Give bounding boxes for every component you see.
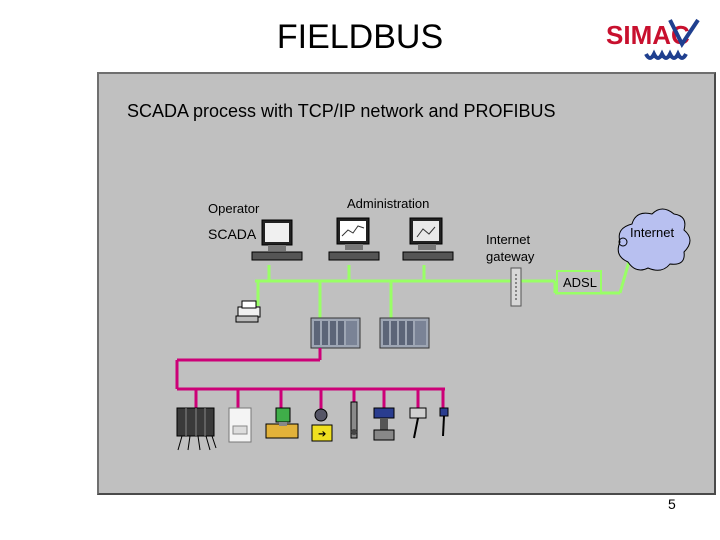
adsl-box [556, 270, 602, 294]
pressure-sensor-icon [350, 401, 358, 439]
drive-cabinet-icon [228, 407, 252, 443]
label-operator: Operator [208, 201, 260, 216]
label-internet-gateway-line2: gateway [486, 249, 535, 264]
plc-rack-2-icon [379, 317, 430, 349]
label-internet-gateway-line1: Internet [486, 232, 530, 247]
simac-logo: SIMAC [606, 18, 700, 60]
scada-workstation-icon [251, 219, 303, 261]
profibus-network [175, 348, 445, 410]
label-administration: Administration [347, 196, 429, 211]
level-transmitter-icon [409, 407, 427, 439]
svg-text:➔: ➔ [318, 429, 326, 440]
temperature-probe-icon [439, 407, 449, 437]
label-adsl: ADSL [563, 275, 597, 290]
label-scada: SCADA [208, 226, 257, 242]
flow-meter-icon: ➔ [311, 408, 333, 442]
gateway-icon [510, 267, 522, 307]
control-valve-icon [373, 407, 395, 441]
internet-cloud-icon [617, 208, 691, 271]
printer-icon [235, 300, 261, 323]
admin-workstation-2-icon [402, 217, 454, 261]
label-internet: Internet [630, 225, 674, 240]
plc-rack-icon [310, 317, 361, 349]
diagram-subtitle: SCADA process with TCP/IP network and PR… [127, 101, 556, 121]
valve-actuator-icon [265, 407, 299, 439]
remote-io-icon [176, 407, 217, 451]
page-number: 5 [668, 496, 676, 512]
admin-workstation-icon [328, 217, 380, 261]
slide-title: FIELDBUS [276, 18, 444, 56]
